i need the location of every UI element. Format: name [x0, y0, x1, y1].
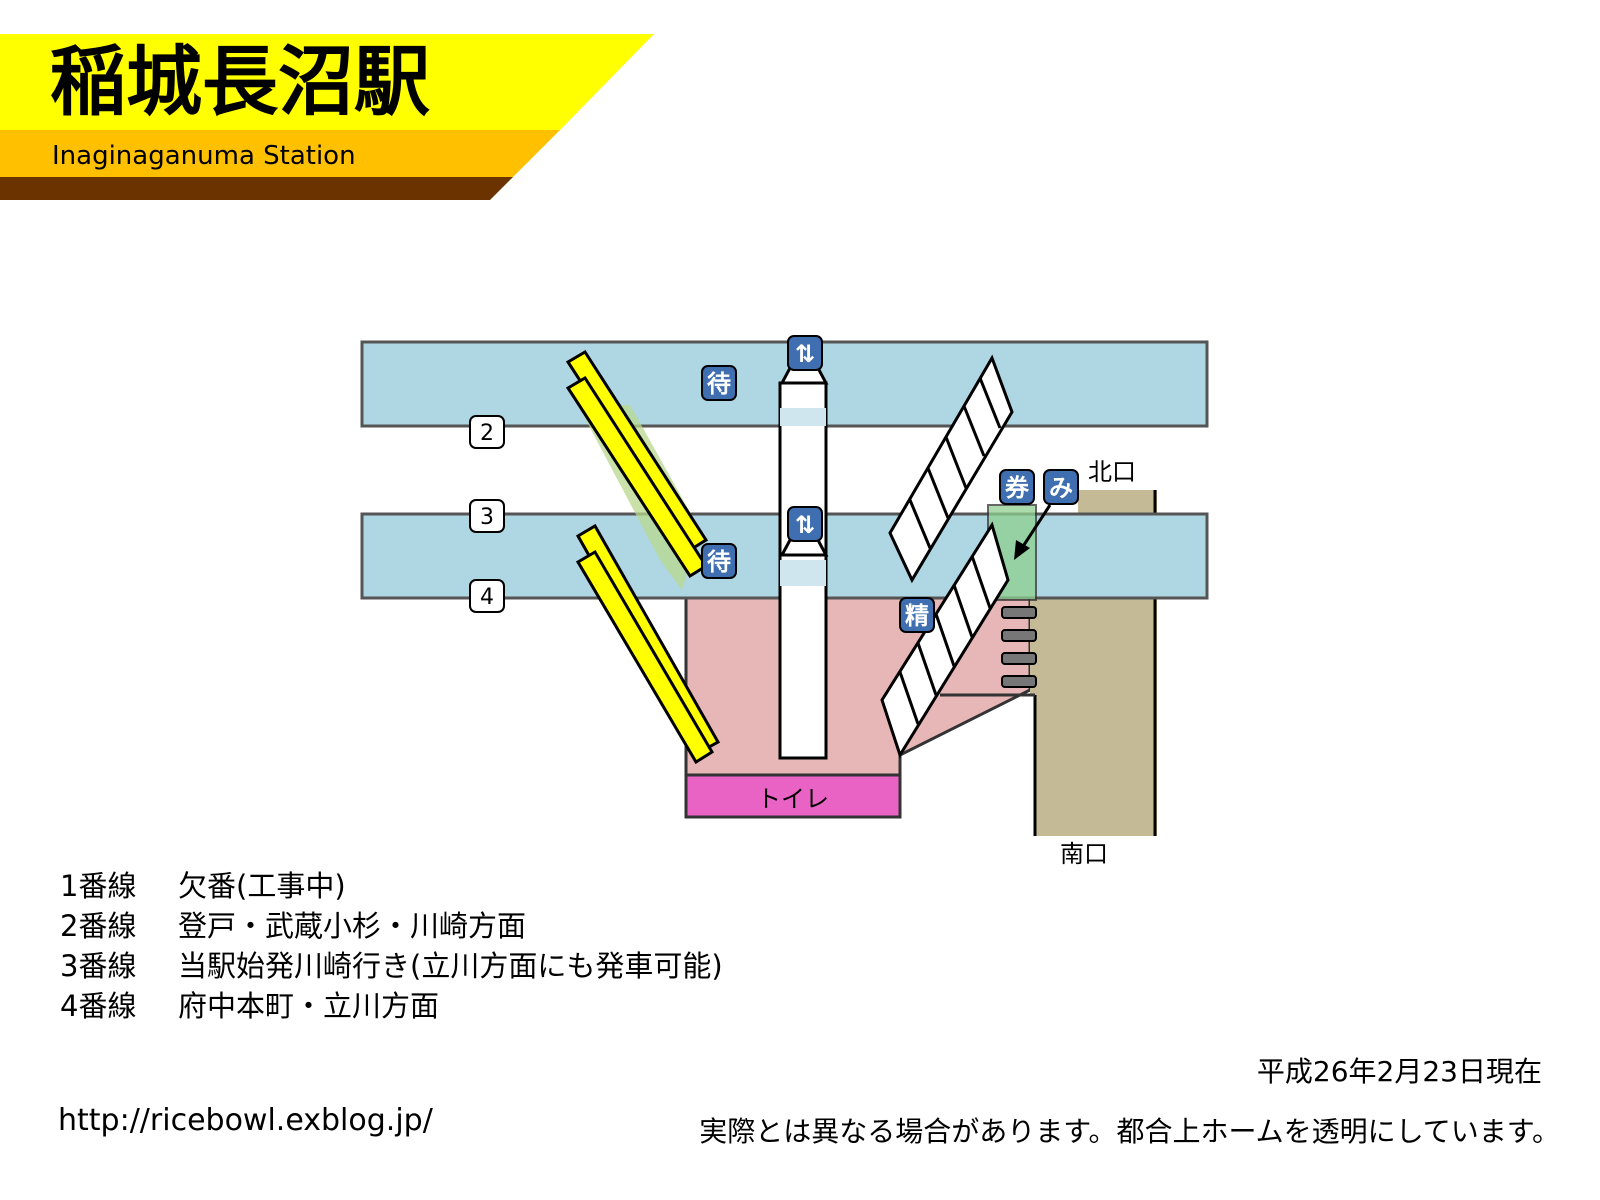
legend-row: 1番線 欠番(工事中) — [60, 866, 723, 906]
ticket-machine-icon: 券 — [999, 469, 1035, 505]
stairs-upper — [888, 354, 1014, 584]
track-badge-4: 4 — [469, 579, 505, 613]
track-number-4: 4 — [480, 585, 494, 610]
legend-desc: 府中本町・立川方面 — [178, 989, 440, 1023]
svg-text:⇅: ⇅ — [795, 511, 815, 539]
waiting-room-icon-upper: 待 — [701, 365, 737, 401]
banner-orange — [0, 130, 560, 177]
toilet-label: トイレ — [757, 785, 829, 813]
legend-line: 4番線 — [60, 989, 137, 1023]
svg-text:待: 待 — [707, 370, 731, 398]
track-number-2: 2 — [480, 421, 494, 446]
fare-adjustment-icon: 精 — [899, 597, 935, 633]
legend-desc: 登戸・武蔵小杉・川崎方面 — [178, 909, 527, 943]
banner-brown — [0, 177, 513, 200]
elevator-icon-lower: ⇅ — [787, 506, 823, 542]
track-badge-2: 2 — [469, 415, 505, 449]
disclaimer-note: 実際とは異なる場合があります。都合上ホームを透明にしています。 — [699, 1115, 1560, 1148]
track-badge-3: 3 — [469, 499, 505, 533]
as-of-date: 平成26年2月23日現在 — [1256, 1055, 1542, 1088]
stairs-lower — [880, 521, 1010, 759]
north-exit-label: 北口 — [1088, 458, 1136, 486]
elevator-icon-upper: ⇅ — [787, 335, 823, 371]
legend-row: 4番線 府中本町・立川方面 — [60, 986, 723, 1026]
legend-row: 2番線 登戸・武蔵小杉・川崎方面 — [60, 906, 723, 946]
svg-text:精: 精 — [905, 602, 929, 630]
legend-line: 3番線 — [60, 949, 137, 983]
svg-text:待: 待 — [707, 548, 731, 576]
legend-desc: 当駅始発川崎行き(立川方面にも発車可能) — [178, 949, 723, 983]
green-window-icon: み — [1043, 469, 1079, 505]
banner-yellow — [0, 34, 654, 130]
arrow-icon — [1014, 504, 1052, 560]
svg-text:⇅: ⇅ — [795, 340, 815, 368]
track-number-3: 3 — [480, 505, 494, 530]
escalator-lower — [575, 523, 721, 765]
waiting-room-icon-lower: 待 — [701, 543, 737, 579]
station-subtitle: Inaginaganuma Station — [52, 141, 356, 171]
blog-url: http://ricebowl.exblog.jp/ — [58, 1103, 433, 1138]
elevator-shaft — [778, 366, 829, 760]
track-legend: 1番線 欠番(工事中) 2番線 登戸・武蔵小杉・川崎方面 3番線 当駅始発川崎行き(立… — [60, 866, 723, 1026]
south-exit-label: 南口 — [1060, 840, 1108, 868]
station-title: 稲城長沼駅 — [50, 37, 430, 126]
legend-line: 1番線 — [60, 869, 137, 903]
svg-text:み: み — [1049, 474, 1073, 502]
legend-desc: 欠番(工事中) — [178, 869, 346, 903]
toilet-block — [684, 773, 902, 819]
legend-line: 2番線 — [60, 909, 137, 943]
ticket-gates — [1001, 606, 1037, 688]
svg-text:券: 券 — [1005, 474, 1030, 502]
header-banner: 稲城長沼駅 Inaginaganuma Station — [0, 34, 654, 200]
legend-row: 3番線 当駅始発川崎行き(立川方面にも発車可能) — [60, 946, 723, 986]
